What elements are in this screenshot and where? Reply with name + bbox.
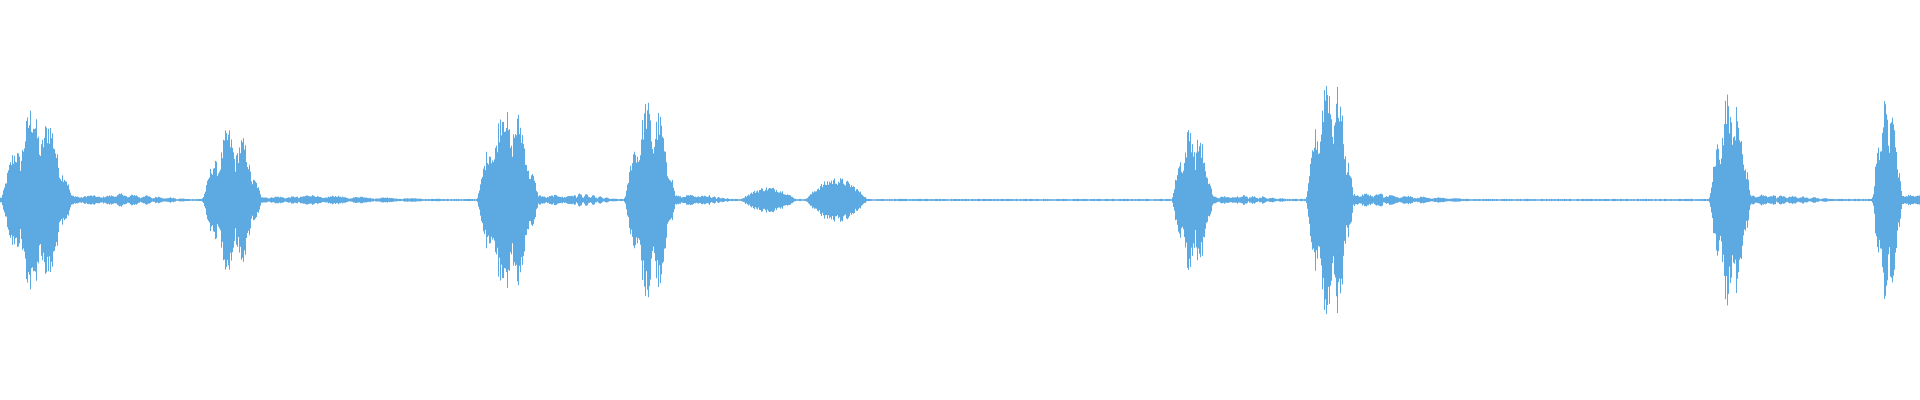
- waveform-bars: [0, 86, 1920, 314]
